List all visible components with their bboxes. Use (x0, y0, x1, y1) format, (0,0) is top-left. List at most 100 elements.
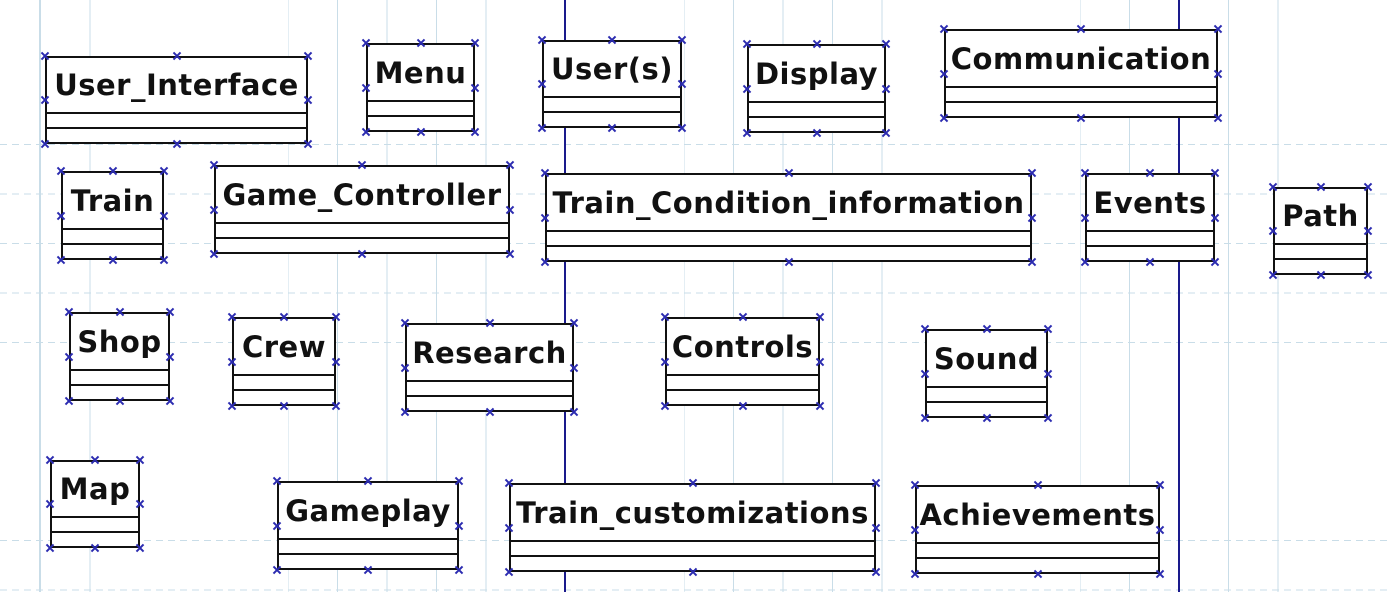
selection-handle[interactable] (983, 414, 991, 422)
selection-handle[interactable] (1214, 70, 1222, 78)
selection-handle[interactable] (57, 167, 65, 175)
selection-handle[interactable] (136, 456, 144, 464)
selection-handle[interactable] (91, 544, 99, 552)
selection-handle[interactable] (362, 84, 370, 92)
class-box-game-controller[interactable]: Game_Controller (214, 165, 510, 254)
class-box-events[interactable]: Events (1085, 173, 1215, 262)
selection-handle[interactable] (505, 524, 513, 532)
selection-handle[interactable] (455, 522, 463, 530)
selection-handle[interactable] (940, 114, 948, 122)
selection-handle[interactable] (173, 52, 181, 60)
selection-handle[interactable] (1156, 481, 1164, 489)
selection-handle[interactable] (358, 161, 366, 169)
selection-handle[interactable] (1156, 570, 1164, 578)
class-box-gameplay[interactable]: Gameplay (277, 481, 459, 570)
selection-handle[interactable] (455, 566, 463, 574)
selection-handle[interactable] (678, 124, 686, 132)
class-box-path[interactable]: Path (1273, 187, 1368, 275)
selection-handle[interactable] (228, 402, 236, 410)
selection-handle[interactable] (678, 36, 686, 44)
class-box-controls[interactable]: Controls (665, 317, 820, 406)
selection-handle[interactable] (65, 397, 73, 405)
selection-handle[interactable] (166, 308, 174, 316)
selection-handle[interactable] (739, 313, 747, 321)
class-box-communication[interactable]: Communication (944, 29, 1218, 118)
selection-handle[interactable] (813, 129, 821, 137)
selection-handle[interactable] (358, 250, 366, 258)
selection-handle[interactable] (911, 526, 919, 534)
selection-handle[interactable] (364, 566, 372, 574)
selection-handle[interactable] (872, 524, 880, 532)
selection-handle[interactable] (160, 212, 168, 220)
selection-handle[interactable] (417, 128, 425, 136)
selection-handle[interactable] (983, 325, 991, 333)
selection-handle[interactable] (816, 313, 824, 321)
selection-handle[interactable] (166, 353, 174, 361)
selection-handle[interactable] (273, 566, 281, 574)
selection-handle[interactable] (921, 414, 929, 422)
selection-handle[interactable] (136, 500, 144, 508)
selection-handle[interactable] (872, 568, 880, 576)
selection-handle[interactable] (332, 358, 340, 366)
selection-handle[interactable] (116, 397, 124, 405)
selection-handle[interactable] (689, 479, 697, 487)
selection-handle[interactable] (816, 402, 824, 410)
selection-handle[interactable] (1317, 271, 1325, 279)
selection-handle[interactable] (816, 358, 824, 366)
class-box-achievements[interactable]: Achievements (915, 485, 1160, 574)
selection-handle[interactable] (1269, 271, 1277, 279)
selection-handle[interactable] (364, 477, 372, 485)
selection-handle[interactable] (46, 500, 54, 508)
selection-handle[interactable] (570, 408, 578, 416)
selection-handle[interactable] (1317, 183, 1325, 191)
selection-handle[interactable] (541, 258, 549, 266)
selection-handle[interactable] (173, 140, 181, 148)
selection-handle[interactable] (739, 402, 747, 410)
selection-handle[interactable] (743, 129, 751, 137)
selection-handle[interactable] (921, 370, 929, 378)
selection-handle[interactable] (486, 319, 494, 327)
selection-handle[interactable] (1269, 183, 1277, 191)
selection-handle[interactable] (41, 140, 49, 148)
selection-handle[interactable] (160, 256, 168, 264)
selection-handle[interactable] (471, 128, 479, 136)
selection-handle[interactable] (210, 206, 218, 214)
selection-handle[interactable] (401, 408, 409, 416)
selection-handle[interactable] (46, 456, 54, 464)
selection-handle[interactable] (116, 308, 124, 316)
selection-handle[interactable] (505, 568, 513, 576)
selection-handle[interactable] (661, 358, 669, 366)
selection-handle[interactable] (136, 544, 144, 552)
selection-handle[interactable] (417, 39, 425, 47)
selection-handle[interactable] (1211, 169, 1219, 177)
selection-handle[interactable] (1364, 183, 1372, 191)
selection-handle[interactable] (541, 214, 549, 222)
selection-handle[interactable] (882, 40, 890, 48)
selection-handle[interactable] (401, 364, 409, 372)
selection-handle[interactable] (506, 161, 514, 169)
selection-handle[interactable] (538, 124, 546, 132)
selection-handle[interactable] (471, 84, 479, 92)
selection-handle[interactable] (921, 325, 929, 333)
selection-handle[interactable] (872, 479, 880, 487)
class-box-train-customizations[interactable]: Train_customizations (509, 483, 876, 572)
selection-handle[interactable] (538, 80, 546, 88)
selection-handle[interactable] (65, 308, 73, 316)
selection-handle[interactable] (1146, 258, 1154, 266)
selection-handle[interactable] (1028, 214, 1036, 222)
selection-handle[interactable] (455, 477, 463, 485)
selection-handle[interactable] (1146, 169, 1154, 177)
selection-handle[interactable] (362, 128, 370, 136)
selection-handle[interactable] (1034, 481, 1042, 489)
class-box-crew[interactable]: Crew (232, 317, 336, 406)
selection-handle[interactable] (882, 85, 890, 93)
selection-handle[interactable] (661, 313, 669, 321)
selection-handle[interactable] (678, 80, 686, 88)
selection-handle[interactable] (1028, 258, 1036, 266)
selection-handle[interactable] (661, 402, 669, 410)
selection-handle[interactable] (813, 40, 821, 48)
selection-handle[interactable] (160, 167, 168, 175)
selection-handle[interactable] (228, 358, 236, 366)
selection-handle[interactable] (538, 36, 546, 44)
class-box-train[interactable]: Train (61, 171, 164, 260)
